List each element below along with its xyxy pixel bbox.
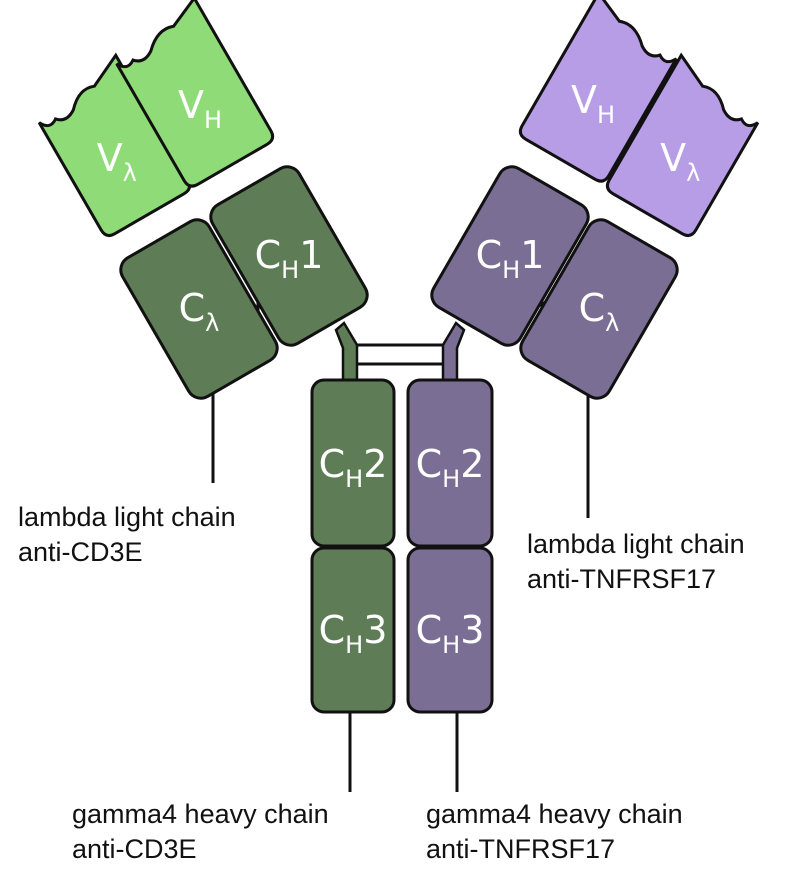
right-vh-domain: VH — [518, 0, 678, 183]
right-light-chain-caption: lambda light chain anti-TNFRSF17 — [527, 527, 745, 597]
left-ch1-label: CH1 — [255, 233, 324, 284]
right-ch2-domain — [406, 378, 494, 548]
left-light-chain-caption: lambda light chain anti-CD3E — [18, 500, 236, 570]
right-ch3-domain — [406, 546, 494, 714]
left-vh-label: VH — [178, 83, 222, 134]
left-cl-label: Cλ — [179, 286, 220, 337]
right-heavy-chain-caption: gamma4 heavy chain anti-TNFRSF17 — [426, 797, 683, 867]
left-ch2-label: CH2 — [319, 442, 388, 493]
left-hinge — [334, 321, 359, 384]
right-vh-label: VH — [571, 78, 615, 129]
right-ch1-label: CH1 — [476, 233, 545, 284]
right-light-chain-target: anti-TNFRSF17 — [527, 564, 717, 594]
right-ch3-label: CH3 — [416, 608, 485, 659]
right-ch2-label: CH2 — [416, 442, 485, 493]
left-ch1-domain: CH1 — [209, 165, 369, 347]
left-cl-domain: Cλ — [119, 218, 279, 400]
right-cl-label: Cλ — [579, 286, 620, 337]
left-heavy-chain-name: gamma4 heavy chain — [72, 799, 329, 829]
left-heavy-chain-target: anti-CD3E — [72, 834, 197, 864]
left-light-chain-target: anti-CD3E — [18, 537, 143, 567]
right-cl-domain: Cλ — [519, 218, 679, 400]
left-vl-domain: Vλ — [37, 52, 192, 238]
right-light-chain-name: lambda light chain — [527, 529, 745, 559]
right-vl-domain: Vλ — [605, 52, 760, 238]
left-light-chain-name: lambda light chain — [18, 502, 236, 532]
left-ch3-domain — [310, 546, 396, 714]
right-heavy-chain-target: anti-TNFRSF17 — [426, 834, 616, 864]
right-heavy-chain-name: gamma4 heavy chain — [426, 799, 683, 829]
left-vl-label: Vλ — [97, 136, 137, 187]
right-ch1-domain: CH1 — [430, 165, 590, 347]
left-heavy-chain-caption: gamma4 heavy chain anti-CD3E — [72, 797, 329, 867]
left-vh-domain: VH — [115, 0, 275, 188]
left-ch3-label: CH3 — [319, 608, 388, 659]
right-vl-label: Vλ — [660, 136, 700, 187]
left-ch2-domain — [310, 378, 396, 548]
right-hinge — [441, 321, 466, 384]
